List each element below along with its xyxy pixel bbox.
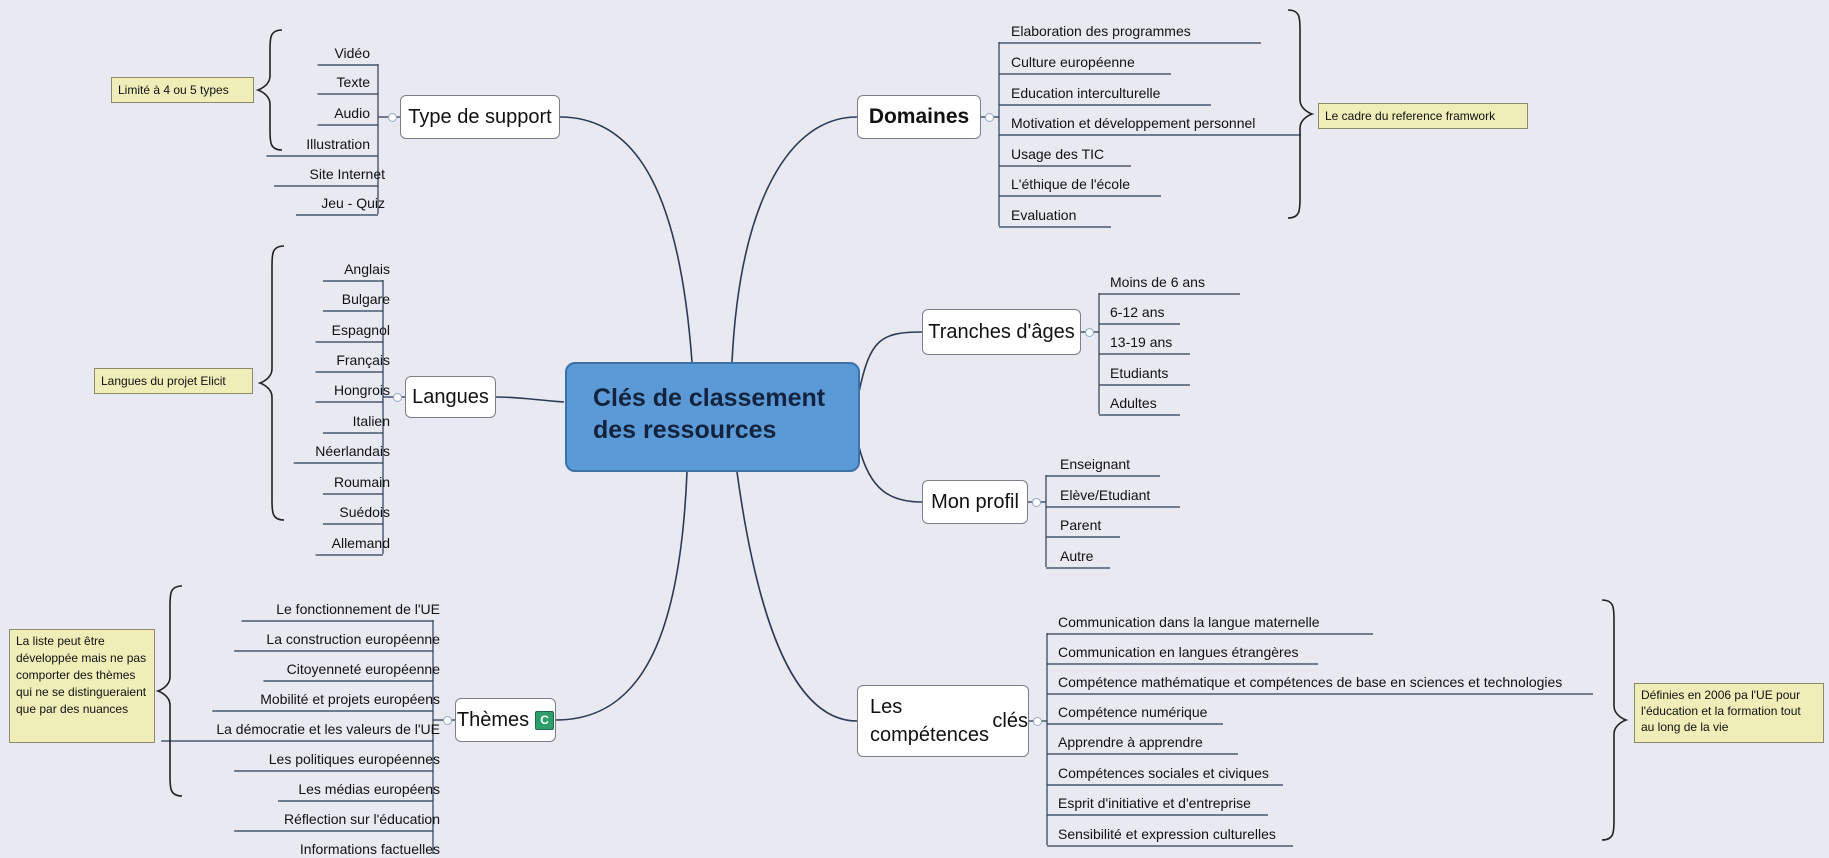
leaf-competences[interactable]: Compétence mathématique et compétences d…	[1058, 674, 1563, 690]
collapse-toggle-domaines[interactable]	[985, 113, 994, 122]
connector-themes	[555, 471, 688, 721]
leaf-type_support[interactable]: Illustration	[306, 136, 370, 152]
collapse-toggle-tranches[interactable]	[1085, 328, 1094, 337]
brace-type-support	[255, 29, 283, 151]
note-type-de-support-text: Limité à 4 ou 5 types	[118, 83, 229, 97]
connector-profil	[858, 446, 923, 503]
topic-langues-label: Langues	[412, 385, 489, 408]
topic-tranches-dages[interactable]: Tranches d'âges	[922, 309, 1081, 355]
note-themes: La liste peut être développée mais ne pa…	[9, 629, 155, 743]
leaf-themes[interactable]: Informations factuelles	[299, 841, 440, 857]
topic-competences-cles[interactable]: Les compétences clés	[857, 685, 1029, 757]
topic-type-de-support[interactable]: Type de support	[400, 95, 560, 139]
leaf-domaines[interactable]: Education interculturelle	[1011, 85, 1161, 101]
note-langues: Langues du projet Elicit	[94, 368, 253, 394]
leaf-tranches[interactable]: Moins de 6 ans	[1110, 274, 1205, 290]
collapse-toggle-profil[interactable]	[1032, 498, 1041, 507]
leaf-type_support[interactable]: Jeu - Quiz	[321, 195, 385, 211]
leaf-domaines[interactable]: Usage des TIC	[1011, 146, 1105, 162]
leaf-langues[interactable]: Hongrois	[333, 382, 390, 398]
leaf-competences[interactable]: Esprit d'initiative et d'entreprise	[1058, 795, 1251, 811]
leaf-domaines[interactable]: Motivation et développement personnel	[1011, 115, 1256, 131]
leaf-themes[interactable]: Les médias européens	[298, 781, 440, 797]
topic-langues[interactable]: Langues	[405, 376, 496, 418]
topic-type-de-support-label: Type de support	[408, 105, 552, 128]
leaf-langues[interactable]: Roumain	[333, 474, 390, 490]
collapse-toggle-competences[interactable]	[1033, 717, 1042, 726]
central-topic-line2: des ressources	[593, 416, 777, 444]
topic-competences-label1: Les compétences	[870, 696, 989, 746]
central-topic-line1: Clés de classement	[593, 384, 826, 412]
leaf-profil[interactable]: Elève/Etudiant	[1060, 487, 1151, 503]
leaf-themes[interactable]: Mobilité et projets européens	[260, 691, 440, 707]
leaf-langues[interactable]: Néerlandais	[315, 443, 390, 459]
note-competences: Définies en 2006 pa l'UE pour l'éducatio…	[1634, 683, 1824, 743]
connector-langues	[495, 396, 565, 403]
leaf-tranches[interactable]: 6-12 ans	[1110, 304, 1165, 320]
leaf-type_support[interactable]: Texte	[336, 74, 370, 90]
leaf-langues[interactable]: Français	[336, 352, 390, 368]
leaf-type_support[interactable]: Vidéo	[334, 45, 370, 61]
leaf-langues[interactable]: Allemand	[331, 535, 390, 551]
note-competences-text: Définies en 2006 pa l'UE pour l'éducatio…	[1641, 688, 1801, 734]
leaf-langues[interactable]: Anglais	[344, 261, 390, 277]
topic-themes-label: Thèmes	[456, 708, 530, 731]
leaf-type_support[interactable]: Site Internet	[309, 166, 386, 182]
topic-mon-profil[interactable]: Mon profil	[922, 480, 1028, 524]
leaf-profil[interactable]: Enseignant	[1060, 456, 1131, 472]
leaf-themes[interactable]: Le fonctionnement de l'UE	[276, 601, 440, 617]
leaf-competences[interactable]: Apprendre à apprendre	[1058, 734, 1203, 750]
leaf-competences[interactable]: Compétences sociales et civiques	[1058, 765, 1269, 781]
leaf-themes[interactable]: La construction européenne	[266, 631, 440, 647]
note-type-de-support: Limité à 4 ou 5 types	[111, 77, 254, 103]
leaf-profil[interactable]: Autre	[1060, 548, 1094, 564]
leaf-competences[interactable]: Communication dans la langue maternelle	[1058, 614, 1320, 630]
leaf-langues[interactable]: Bulgare	[341, 291, 390, 307]
leaf-themes[interactable]: Citoyenneté européenne	[286, 661, 440, 677]
brace-langues	[257, 245, 285, 521]
leaf-langues[interactable]: Suédois	[339, 504, 390, 520]
leaf-themes[interactable]: La démocratie et les valeurs de l'UE	[216, 721, 440, 737]
note-domaines: Le cadre du reference framwork	[1318, 103, 1528, 129]
leaf-domaines[interactable]: Evaluation	[1011, 207, 1077, 223]
leaf-competences[interactable]: Sensibilité et expression culturelles	[1058, 826, 1276, 842]
leaf-domaines[interactable]: L'éthique de l'école	[1011, 176, 1130, 192]
brace-themes	[155, 585, 183, 797]
leaf-themes[interactable]: Réflection sur l'éducation	[284, 811, 440, 827]
brace-competences	[1601, 599, 1629, 841]
category-badge-icon: C	[535, 710, 555, 730]
note-domaines-text: Le cadre du reference framwork	[1325, 109, 1496, 123]
topic-mon-profil-label: Mon profil	[931, 490, 1019, 513]
connector-tranches	[858, 331, 923, 393]
connector-competences	[736, 471, 858, 722]
leaf-themes[interactable]: Les politiques européennes	[268, 751, 440, 767]
leaf-tranches[interactable]: Adultes	[1110, 395, 1157, 411]
leaf-tranches[interactable]: 13-19 ans	[1110, 334, 1173, 350]
leaf-profil[interactable]: Parent	[1060, 517, 1102, 533]
leaf-langues[interactable]: Espagnol	[331, 322, 390, 338]
leaf-competences[interactable]: Communication en langues étrangères	[1058, 644, 1299, 660]
collapse-toggle-langues[interactable]	[393, 393, 402, 402]
topic-domaines[interactable]: Domaines	[857, 95, 981, 139]
note-langues-text: Langues du projet Elicit	[101, 374, 226, 388]
leaf-type_support[interactable]: Audio	[334, 105, 370, 121]
central-topic[interactable]: Clés de classement des ressources	[565, 362, 860, 472]
leaf-domaines[interactable]: Culture européenne	[1011, 54, 1135, 70]
leaf-domaines[interactable]: Elaboration des programmes	[1011, 23, 1191, 39]
collapse-toggle-themes[interactable]	[443, 716, 452, 725]
brace-domaines	[1287, 9, 1315, 219]
leaf-tranches[interactable]: Etudiants	[1110, 365, 1169, 381]
leaf-langues[interactable]: Italien	[352, 413, 390, 429]
topic-tranches-dages-label: Tranches d'âges	[928, 320, 1075, 343]
connector-type-support	[559, 116, 693, 363]
topic-domaines-label: Domaines	[868, 105, 970, 128]
collapse-toggle-type_support[interactable]	[388, 113, 397, 122]
topic-competences-label2: clés	[992, 710, 1028, 732]
leaf-competences[interactable]: Compétence numérique	[1058, 704, 1208, 720]
note-themes-text: La liste peut être développée mais ne pa…	[16, 634, 147, 716]
connector-domaines	[731, 116, 858, 363]
